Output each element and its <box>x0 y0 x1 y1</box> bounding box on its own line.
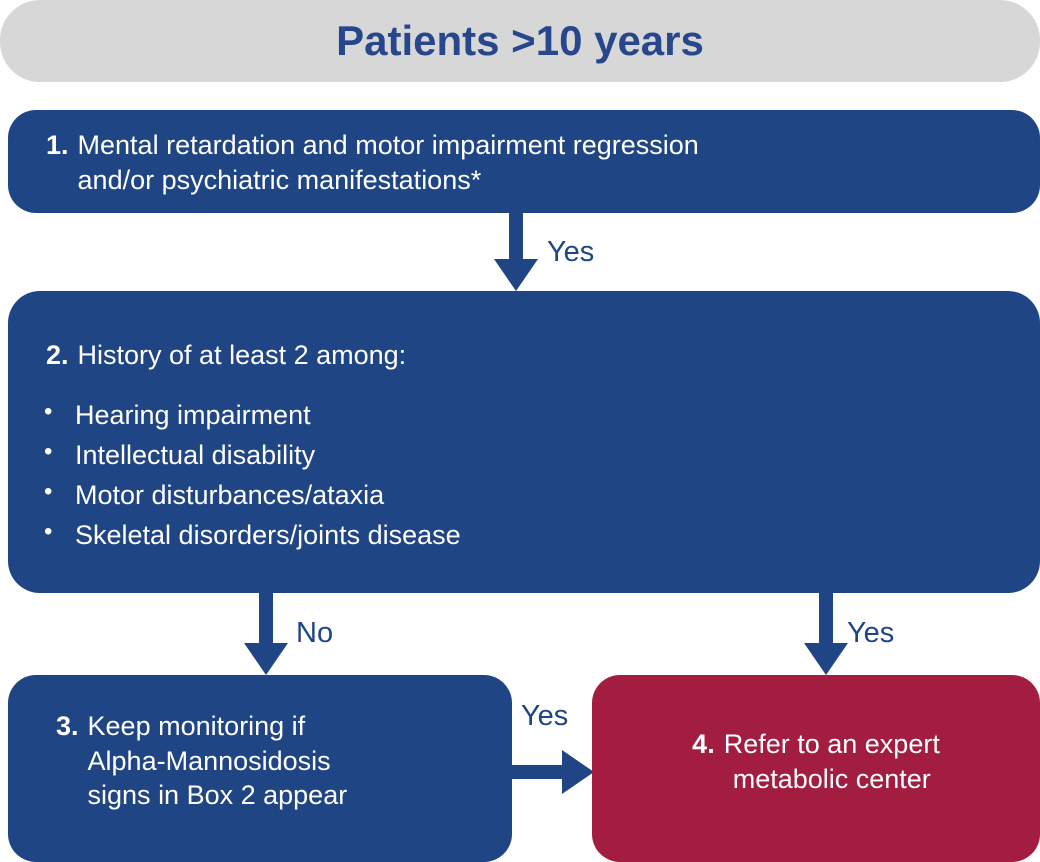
list-item: Hearing impairment <box>44 394 1040 435</box>
arrow-box1-to-box2-icon <box>494 213 538 291</box>
flow-box-2[interactable]: 2. History of at least 2 among: Hearing … <box>8 291 1040 593</box>
flow-box-3[interactable]: 3. Keep monitoring if Alpha-Mannosidosis… <box>8 675 512 862</box>
flow-box-3-number: 3. <box>56 711 79 741</box>
arrow-box2-to-box4-icon <box>804 593 848 675</box>
flow-box-4-text: Refer to an expert metabolic center <box>723 729 940 794</box>
flow-box-3-text: Keep monitoring if Alpha-Mannosidosis si… <box>87 711 348 811</box>
flow-box-4-body: 4. Refer to an expert metabolic center <box>592 675 1040 796</box>
flow-box-1-body: 1. Mental retardation and motor impairme… <box>8 110 1040 197</box>
edge-label-box1-to-box2: Yes <box>547 236 595 268</box>
flow-box-2-number: 2. <box>46 340 69 370</box>
flow-box-4[interactable]: 4. Refer to an expert metabolic center <box>592 675 1040 862</box>
list-item: Skeletal disorders/joints disease <box>44 514 1040 555</box>
flow-box-4-number: 4. <box>692 729 715 759</box>
list-item: Motor disturbances/ataxia <box>44 474 1040 515</box>
header-banner: Patients >10 years <box>0 0 1040 82</box>
list-item: Intellectual disability <box>44 434 1040 475</box>
flow-box-1[interactable]: 1. Mental retardation and motor impairme… <box>8 110 1040 213</box>
flow-box-2-body: 2. History of at least 2 among: <box>8 291 1040 373</box>
flow-box-1-text: Mental retardation and motor impairment … <box>77 130 699 195</box>
flow-box-2-text: History of at least 2 among: <box>77 340 407 370</box>
arrow-box3-to-box4-icon <box>512 750 594 794</box>
arrow-box2-to-box3-icon <box>244 593 288 675</box>
flow-box-3-body: 3. Keep monitoring if Alpha-Mannosidosis… <box>8 675 512 813</box>
edge-label-box2-to-box3: No <box>296 617 334 649</box>
flow-box-2-criteria-list: Hearing impairment Intellectual disabili… <box>8 394 1040 556</box>
edge-label-box2-to-box4: Yes <box>847 617 895 649</box>
edge-label-box3-to-box4: Yes <box>521 700 569 732</box>
page-title: Patients >10 years <box>336 17 704 64</box>
flow-box-1-number: 1. <box>46 130 69 160</box>
